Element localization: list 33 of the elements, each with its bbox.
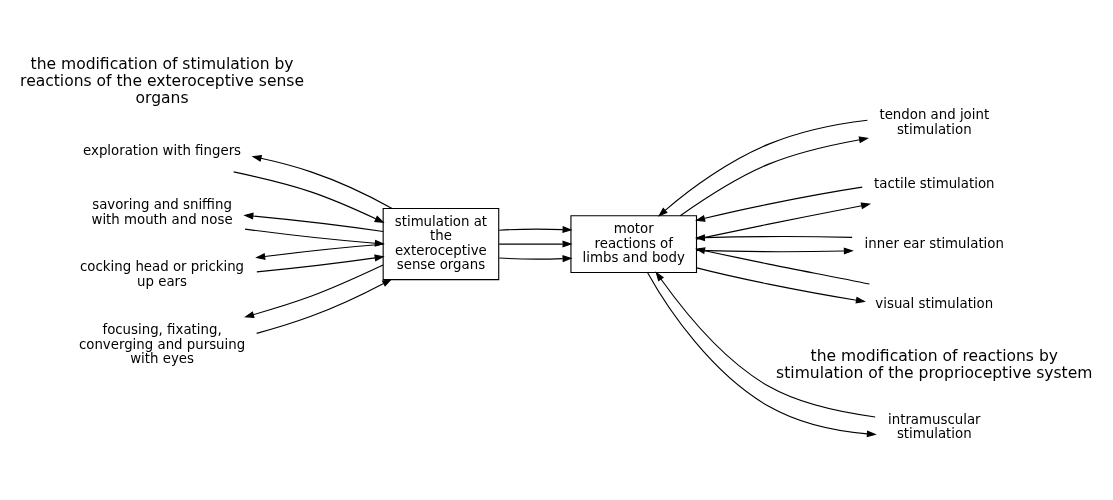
node-text: tactile stimulation: [874, 175, 995, 191]
node-text: tendon and joint stimulation: [879, 106, 990, 137]
node-text: intramuscular stimulation: [888, 411, 981, 441]
arrow: [696, 266, 866, 304]
arrow: [256, 253, 385, 272]
arrow: [695, 246, 870, 285]
node-text: savoring and sniffing with mouth and nose: [91, 196, 233, 227]
node-box: stimulation at the exteroceptive sense organs: [382, 207, 500, 280]
arrow: [696, 247, 854, 255]
arrow: [255, 243, 384, 260]
arrow: [498, 225, 573, 233]
arrow: [679, 135, 870, 216]
arrow: [695, 186, 863, 222]
label: the modification of stimulation by reactions of the exteroceptive sense organs: [20, 54, 305, 107]
arrow: [251, 154, 393, 209]
arrow: [498, 254, 573, 262]
arrow: [647, 271, 877, 437]
node-text: exploration with fingers: [83, 142, 242, 158]
arrow: [233, 170, 385, 223]
node-text: focusing, fixating, converging and pursuing with eyes: [78, 321, 246, 366]
label: the modification of reactions by stimulation of the proprioceptive system: [776, 346, 1093, 382]
node-box: motor reactions of limbs and body: [570, 214, 698, 273]
arrow: [694, 233, 853, 241]
node-text: cocking head or pricking up ears: [80, 258, 245, 289]
node-text: inner ear stimulation: [864, 235, 1004, 251]
arrow: [657, 119, 868, 217]
arrow: [696, 201, 872, 240]
arrow: [256, 278, 393, 334]
arrow: [655, 270, 876, 417]
node-text: visual stimulation: [875, 295, 994, 311]
arrow: [498, 240, 573, 248]
arrow: [243, 212, 384, 232]
arrow: [244, 264, 384, 318]
